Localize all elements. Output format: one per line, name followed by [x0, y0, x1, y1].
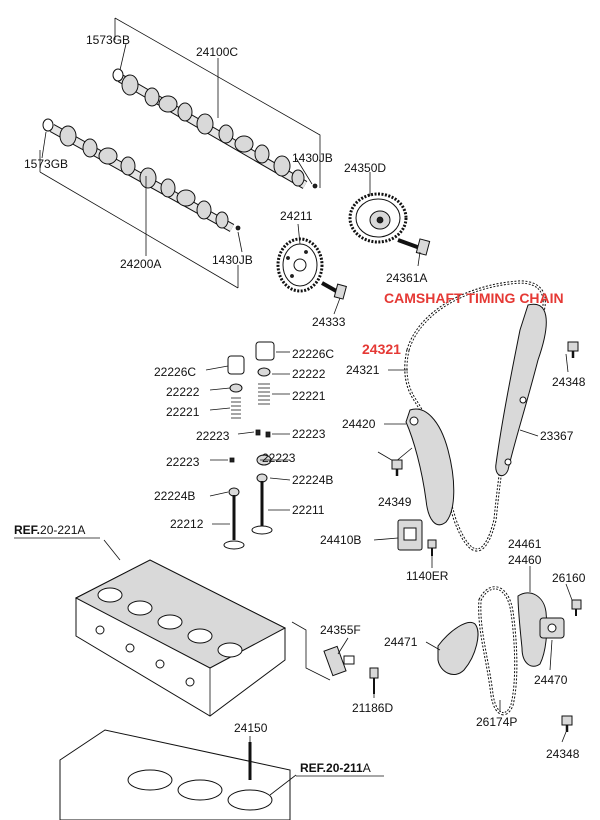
highlight-title: CAMSHAFT TIMING CHAIN	[384, 290, 564, 306]
camshaft-group-frame	[39, 17, 321, 289]
label-22224b-right: 22224B	[292, 473, 333, 487]
label-24361a: 24361A	[386, 271, 427, 285]
bolt-1140er	[427, 539, 437, 556]
guide-hole-upper	[519, 396, 527, 404]
label-24333: 24333	[312, 315, 346, 329]
valve-train-right	[251, 341, 275, 535]
label-21186d: 21186D	[352, 701, 393, 715]
label-1573gb-top: 1573GB	[86, 33, 130, 47]
bolt-24349	[391, 459, 403, 476]
valve-train-left	[223, 355, 261, 550]
label-24355f: 24355F	[320, 623, 361, 637]
label-1430jb-bottom: 1430JB	[212, 253, 253, 267]
label-22223-3: 22223	[166, 455, 200, 469]
label-24350d: 24350D	[344, 161, 386, 175]
cvvt-sprocket	[348, 192, 408, 244]
label-22226c-right: 22226C	[292, 347, 334, 361]
pin-1430jb-top	[312, 183, 318, 189]
leader-lines	[41, 43, 573, 743]
label-22222-right: 22222	[292, 367, 326, 381]
cylinder-head	[74, 559, 287, 717]
label-24460: 24460	[508, 553, 542, 567]
oil-pump-tensioner-arm	[517, 592, 548, 667]
label-22223-1: 22223	[196, 429, 230, 443]
label-24470: 24470	[534, 673, 568, 687]
ref-top-prefix: REF.	[14, 523, 40, 537]
ref-leader-bottom	[269, 774, 297, 796]
label-22223-4: 22223	[262, 451, 296, 465]
label-24100c: 24100C	[196, 45, 238, 59]
ref-top-number: 20-221A	[40, 523, 85, 537]
ref-label-bottom: REF.20-211A	[296, 761, 384, 777]
label-22224b-left: 22224B	[154, 489, 195, 503]
oil-seal-1573gb-top	[112, 68, 124, 82]
label-24321: 24321	[346, 363, 380, 377]
label-24410b: 24410B	[320, 533, 361, 547]
label-24150: 24150	[234, 721, 268, 735]
label-24461: 24461	[508, 537, 542, 551]
label-24349: 24349	[378, 495, 412, 509]
label-24211: 24211	[280, 209, 313, 223]
label-23367: 23367	[540, 429, 574, 443]
label-24200a: 24200A	[120, 257, 161, 271]
label-22212: 22212	[170, 517, 204, 531]
bolt-24348-top	[567, 341, 579, 358]
ref-bottom-prefix: REF.	[300, 761, 326, 775]
label-24471: 24471	[384, 635, 418, 649]
chain-guide	[495, 303, 547, 477]
oil-pump-chain-inner	[479, 587, 517, 715]
guide-hole-lower	[504, 458, 512, 466]
tensioner-arm	[405, 408, 455, 526]
label-1430jb-top: 1430JB	[292, 151, 333, 165]
label-22221-left: 22221	[166, 405, 200, 419]
highlight-part-number: 24321	[362, 341, 401, 357]
svg-text:REF.20-211A: REF.20-211A	[300, 761, 371, 775]
label-26174p: 26174P	[476, 715, 517, 729]
label-24348-bottom: 24348	[546, 747, 580, 761]
bolt-24361a	[397, 238, 431, 256]
label-22221-right: 22221	[292, 389, 326, 403]
bolt-24348-bottom	[561, 715, 573, 732]
arm-pivot	[409, 416, 419, 426]
label-24420: 24420	[342, 417, 376, 431]
oil-seal-1573gb-left	[42, 118, 54, 132]
tensioner-spring-24470	[539, 617, 565, 639]
label-24348-top: 24348	[552, 375, 586, 389]
intake-camshaft	[117, 74, 308, 189]
exhaust-camshaft	[49, 124, 235, 232]
bolt-21186d	[369, 667, 379, 694]
oil-pump-guide	[437, 622, 479, 675]
bolt-24333	[321, 281, 347, 300]
label-22222-left: 22222	[166, 385, 200, 399]
label-26160: 26160	[552, 571, 586, 585]
label-22223-2: 22223	[292, 427, 326, 441]
label-22211: 22211	[292, 503, 325, 517]
label-22226c-left: 22226C	[154, 365, 196, 379]
ocv-valve	[323, 645, 355, 677]
cam-sprocket	[276, 237, 324, 293]
label-1140er: 1140ER	[406, 569, 449, 583]
ref-label-top: REF.20-221A	[14, 523, 100, 539]
ref-bottom-suffix: A	[363, 761, 371, 775]
pin-1430jb-bottom	[235, 225, 241, 231]
cylinder-block	[59, 729, 291, 820]
label-1573gb-left: 1573GB	[24, 157, 68, 171]
chain-tensioner	[397, 519, 423, 551]
ref-leader-top	[103, 539, 121, 561]
svg-text:REF.20-221A: REF.20-221A	[14, 523, 85, 537]
bolt-26160	[571, 599, 582, 616]
ref-bottom-number: 20-211	[326, 761, 363, 775]
head-bracket	[291, 621, 331, 681]
